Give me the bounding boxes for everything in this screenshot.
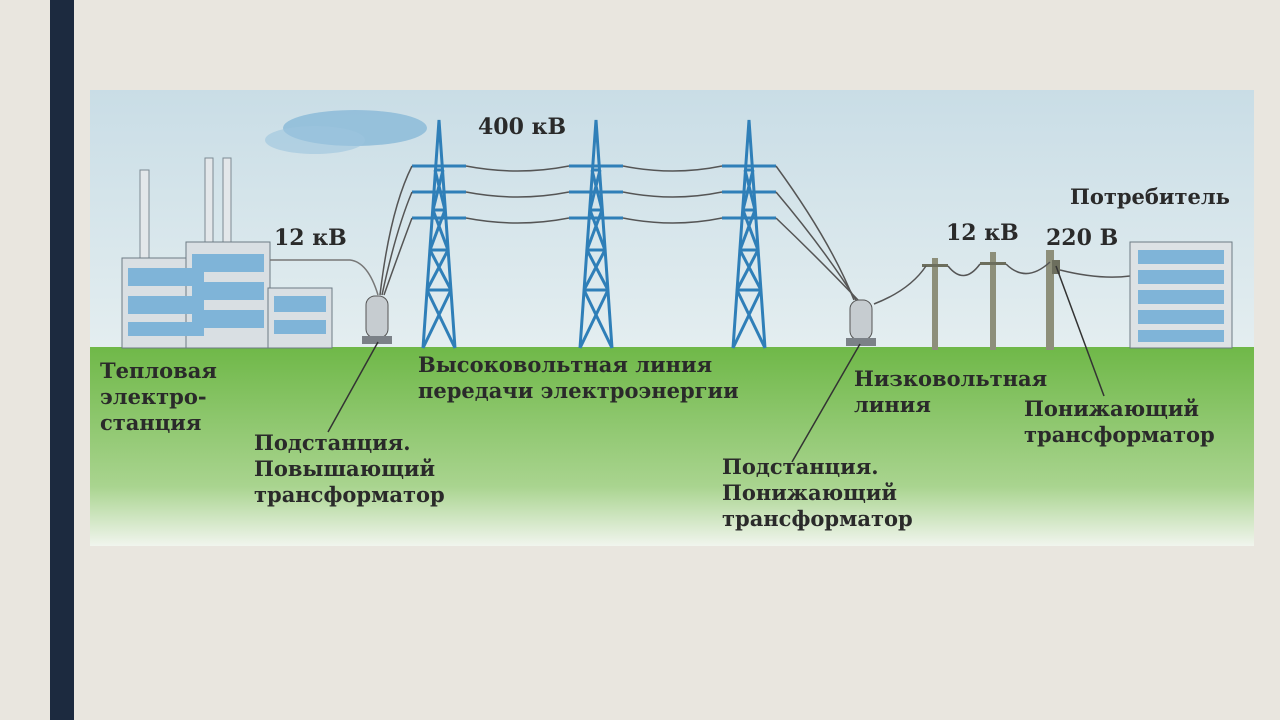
step-down-substation-illustration (846, 299, 876, 346)
slide-accent-bar (50, 0, 74, 720)
low-voltage-line-label: Низковольтная линия (854, 366, 1048, 417)
power-plant-label: Тепловая электро- станция (100, 358, 217, 435)
pointer-lines (327, 265, 1105, 463)
high-voltage-line-label: Высоковольтная линия передачи электроэне… (418, 352, 739, 403)
power-transmission-diagram: 12 кВ 400 кВ 12 кВ 220 В Потребитель Теп… (90, 90, 1254, 546)
high-voltage-wires (379, 165, 859, 301)
tower-1 (412, 119, 466, 349)
transmission-voltage-label: 400 кВ (478, 114, 567, 140)
diagram-illustration (90, 90, 1254, 546)
distribution-voltage-label: 12 кВ (946, 220, 1019, 246)
power-plant-illustration (121, 157, 333, 349)
step-up-substation-illustration (362, 295, 392, 344)
tower-3 (722, 119, 776, 349)
step-down-transformer-label: Понижающий трансформатор (1024, 396, 1215, 447)
consumer-building-illustration (1129, 241, 1233, 349)
consumer-voltage-label: 220 В (1046, 225, 1119, 251)
consumer-label: Потребитель (1070, 184, 1230, 209)
cloud (265, 126, 365, 154)
step-up-substation-label: Подстанция. Повышающий трансформатор (254, 430, 445, 507)
plant-voltage-label: 12 кВ (274, 225, 347, 251)
tower-2 (569, 119, 623, 349)
step-down-substation-label: Подстанция. Понижающий трансформатор (722, 454, 913, 531)
low-voltage-wires (873, 261, 1131, 305)
plant-to-substation-wire (270, 259, 379, 296)
ground (90, 347, 1254, 546)
